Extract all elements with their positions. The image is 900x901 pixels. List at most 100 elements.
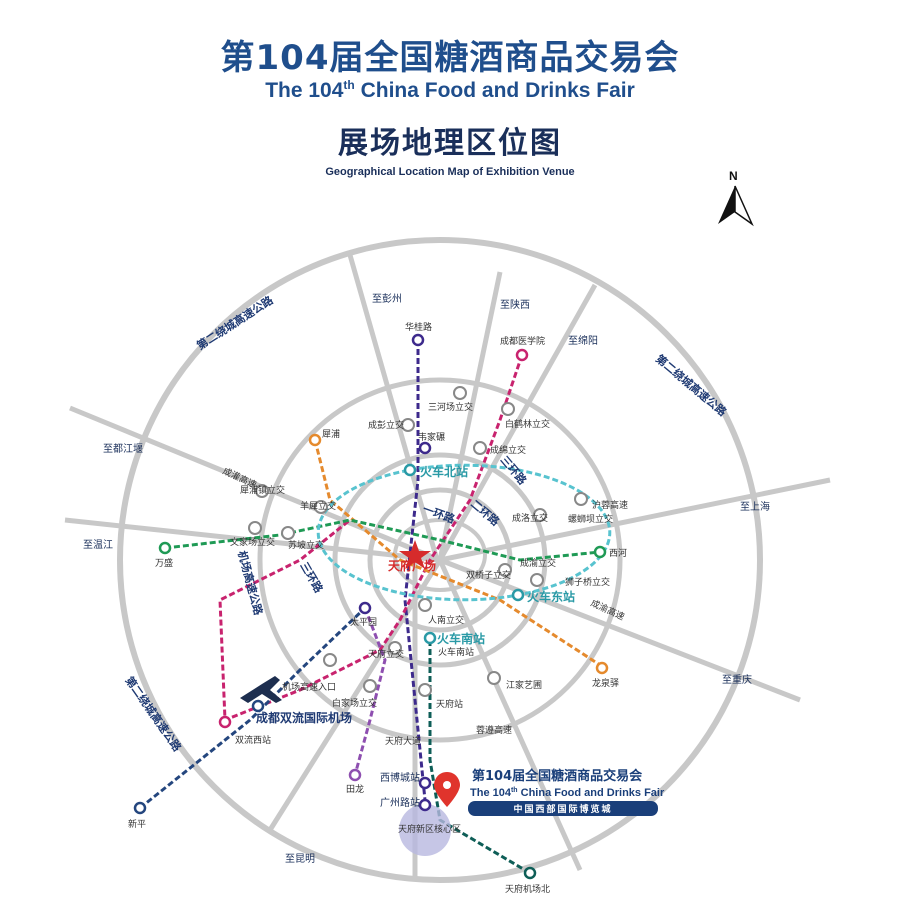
metro-line-orange xyxy=(313,439,601,667)
lbl-rennan: 人南立交 xyxy=(428,614,464,626)
station-wanling-marker xyxy=(158,541,172,555)
node-wenjiachang xyxy=(248,521,262,535)
lbl-shiziqiao: 狮子桥立交 xyxy=(565,576,610,588)
lbl-longquanyi: 龙泉驿 xyxy=(592,677,619,689)
node-baijiachang xyxy=(363,679,377,693)
lbl-xibo-cheng: 西博城站 xyxy=(380,771,420,784)
metro-line-purple xyxy=(403,340,427,801)
road-mianyang xyxy=(437,283,598,562)
lbl-huoche-dong: 火车东站 xyxy=(527,589,575,604)
node-huyu xyxy=(574,492,588,506)
fair-title-cn: 第104届全国糖酒商品交易会 xyxy=(220,38,680,78)
node-shiziqiao xyxy=(530,573,544,587)
lbl-xipu-station: 犀浦 xyxy=(322,428,340,440)
road-kunming xyxy=(267,558,443,832)
dir-pengzhou: 至彭州 xyxy=(372,292,402,305)
lbl-huoche-nan-small: 火车南站 xyxy=(438,646,474,658)
node-sanhechang xyxy=(453,386,467,400)
road-shaanxi xyxy=(437,271,503,561)
lbl-tianfu-station: 天府站 xyxy=(436,698,463,710)
lbl-chengmian: 成绵立交 xyxy=(490,444,526,456)
map-subtitle-cn: 展场地理区位图 xyxy=(338,126,562,161)
station-chengyi-marker xyxy=(515,348,529,362)
node-rennan xyxy=(418,598,432,612)
station-xibocheng-marker xyxy=(418,776,432,790)
title-en-sup: th xyxy=(343,78,355,92)
dir-dujiangyan: 至都江堰 xyxy=(103,443,143,455)
title-en-suffix: China Food and Drinks Fair xyxy=(354,79,635,102)
ring-roads xyxy=(117,237,763,883)
road-shanghai xyxy=(439,477,831,563)
lbl-tianfu-square: 天府广场 xyxy=(388,558,436,573)
station-shuangliu-xi-marker xyxy=(218,715,232,729)
venue-banner xyxy=(468,801,658,816)
title-en-prefix: The 104 xyxy=(265,79,344,102)
station-taipingyuan-marker xyxy=(358,601,372,615)
node-yangxi xyxy=(314,500,328,514)
lbl-baiheilin: 白鹤林立交 xyxy=(505,418,550,430)
metro-line-violet xyxy=(353,607,387,776)
node-airport-entry xyxy=(323,653,337,667)
node-chengpeng xyxy=(401,418,415,432)
station-airport-marker xyxy=(251,699,265,713)
node-xipu xyxy=(255,484,269,498)
metro-line-darkgreen xyxy=(428,640,531,875)
lbl-chengpeng: 成彭立交 xyxy=(368,419,404,431)
node-supo xyxy=(281,526,295,540)
lbl-chengyu: 成渝立交 xyxy=(520,557,556,569)
lbl-taipingyuan: 太平园 xyxy=(350,616,377,628)
lbl-airport: 成都双流国际机场 xyxy=(256,710,352,725)
lbl-sanhechang: 三河场立交 xyxy=(428,401,473,413)
lbl-huagui: 华桂路 xyxy=(405,321,432,333)
lbl-baijiachang: 白家场立交 xyxy=(332,697,377,709)
lbl-yangxi: 羊犀立交 xyxy=(300,500,336,512)
dir-kunming: 至昆明 xyxy=(285,853,315,865)
road-dujiangyan xyxy=(69,405,441,563)
venue-place: 中国西部国际博览城 xyxy=(513,803,612,815)
lbl-tianfu-airport-north: 天府机场北 xyxy=(505,883,550,895)
station-longquanyi-marker xyxy=(595,661,609,675)
station-huoche-bei-marker xyxy=(403,463,417,477)
node-tianfu-station xyxy=(418,683,432,697)
ring-3 xyxy=(257,377,623,743)
station-huoche-nan-marker xyxy=(423,631,437,645)
lbl-chengyi: 成都医学院 xyxy=(500,335,545,347)
fair-title-en: The 104th China Food and Drinks Fair xyxy=(0,78,900,103)
road-pengzhou xyxy=(347,254,440,561)
venue-area-highlight xyxy=(399,804,451,856)
node-chengmian xyxy=(473,441,487,455)
dir-shanghai: 至上海 xyxy=(740,500,770,513)
lbl-tianfu: 天府立交 xyxy=(368,648,404,660)
dir-mianyang: 至绵阳 xyxy=(568,334,598,347)
node-chengluo xyxy=(533,508,547,522)
node-tianfu xyxy=(388,641,402,655)
road-south-east xyxy=(437,558,583,872)
location-pin-icon xyxy=(434,772,460,807)
lbl-shuangqiaozi: 双桥子立交 xyxy=(466,569,511,581)
station-xipu-marker xyxy=(308,433,322,447)
lbl-supo: 苏坡立交 xyxy=(288,539,324,551)
lbl-xipu: 犀浦镇立交 xyxy=(240,484,285,496)
lbl-tianfu-small: 田龙 xyxy=(346,783,364,795)
north-label: N xyxy=(729,169,738,183)
outer-ring-label-nw: 第二绕城高速公路 xyxy=(194,292,276,352)
lbl-shuangliu-xi: 双流西站 xyxy=(235,734,271,746)
venue-name-cn: 第104届全国糖酒商品交易会 xyxy=(472,768,643,784)
map-subtitle-en: Geographical Location Map of Exhibition … xyxy=(325,166,575,178)
venue-callout: 第104届全国糖酒商品交易会 The 104th China Food and … xyxy=(434,768,665,816)
lbl-huyu: 沪蓉高速 xyxy=(592,499,628,511)
lbl-airport-entry: 机场高速入口 xyxy=(282,681,336,693)
station-xihe-marker xyxy=(593,545,607,559)
lbl-xihe: 西河 xyxy=(609,547,627,559)
node-baiheilin xyxy=(501,402,515,416)
dir-wenjiang: 至温江 xyxy=(83,539,113,551)
lbl-tianfu-new-district: 天府新区核心区 xyxy=(398,823,461,835)
dir-shaanxi: 至陕西 xyxy=(500,298,530,311)
lbl-xinping: 新平 xyxy=(128,818,146,830)
outer-ring xyxy=(117,237,763,883)
station-airport-north-marker xyxy=(523,866,537,880)
lbl-luodai: 螺蛳坝立交 xyxy=(568,513,613,525)
venue-name-en: The 104th China Food and Drinks Fair xyxy=(470,787,665,799)
lbl-chengya: 蓉遵高速 xyxy=(476,724,512,736)
